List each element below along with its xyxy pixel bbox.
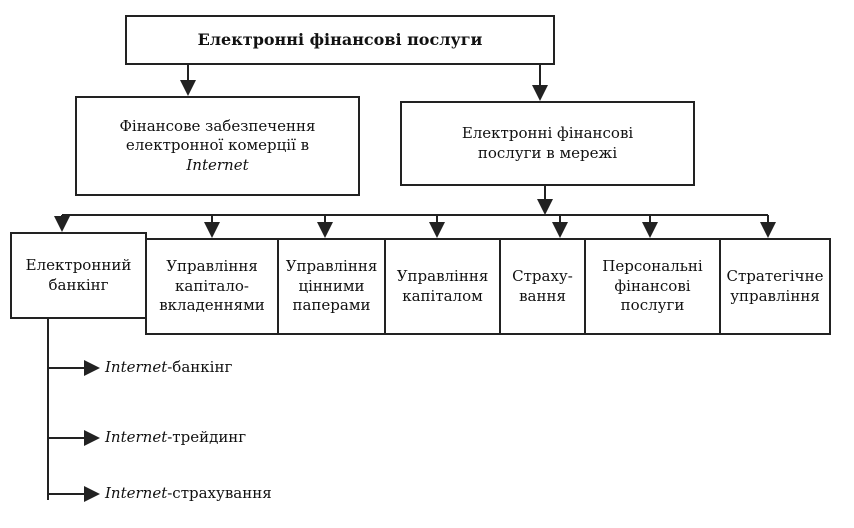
sub-item-text: -трейдинг (167, 428, 247, 446)
node-strategic-management: Стратегічне управління (719, 238, 831, 335)
sub-item-internet-banking: Internet-банкінг (105, 358, 232, 376)
node-personal-finance: Персональні фінансові послуги (584, 238, 721, 335)
sub-item-italic: Internet (105, 358, 168, 376)
node-network-services: Електронні фінансові послуги в мережі (400, 101, 695, 186)
sub-item-text: -банкінг (167, 358, 233, 376)
node-text-italic: Internet (186, 155, 249, 174)
sub-item-text: -страхування (167, 484, 272, 502)
node-capital-management: Управління капіталом (384, 238, 501, 335)
root-node: Електронні фінансові послуги (125, 15, 555, 65)
node-insurance: Страху-вання (499, 238, 586, 335)
sub-item-internet-insurance: Internet-страхування (105, 484, 272, 502)
node-securities-management: Управління цінними паперами (277, 238, 386, 335)
sub-item-internet-trading: Internet-трейдинг (105, 428, 246, 446)
node-investment-management: Управління капітало-вкладеннями (145, 238, 279, 335)
sub-item-italic: Internet (105, 428, 168, 446)
node-e-banking: Електронний банкінг (10, 232, 147, 319)
node-financial-support: Фінансове забезпечення електронної комер… (75, 96, 360, 196)
sub-item-italic: Internet (105, 484, 168, 502)
node-text: Фінансове забезпечення електронної комер… (119, 116, 316, 155)
